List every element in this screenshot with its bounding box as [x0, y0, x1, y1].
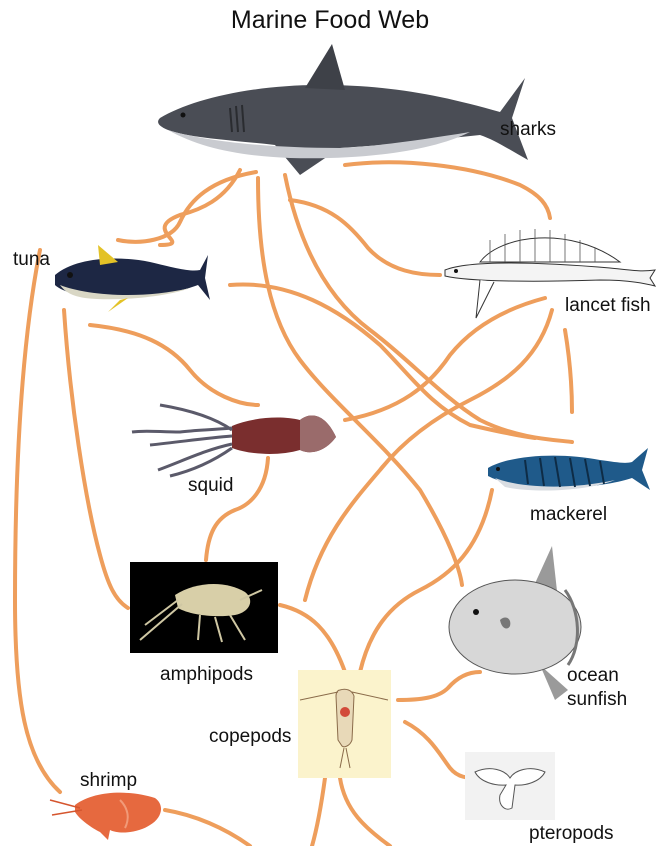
link-copepods-bottom-right — [340, 778, 390, 846]
amphipod-photo — [130, 562, 278, 653]
link-lancet-squid — [345, 298, 545, 420]
label-ocean: ocean — [567, 665, 619, 687]
link-shark-tuna — [118, 172, 256, 242]
label-lancet-fish: lancet fish — [565, 295, 651, 317]
copepod-illustration — [298, 670, 391, 778]
label-tuna: tuna — [13, 249, 50, 271]
tuna-illustration — [55, 245, 210, 312]
label-amphipods: amphipods — [160, 664, 253, 686]
link-copepods-bottom-left — [312, 778, 325, 846]
link-shark-lancet — [290, 200, 440, 275]
shark-illustration — [158, 44, 528, 175]
pteropod-illustration — [465, 752, 555, 820]
link-tuna-squid — [90, 325, 258, 405]
link-amphipods-copepods — [280, 605, 345, 672]
label-sunfish: sunfish — [567, 689, 627, 711]
squid-illustration — [132, 405, 336, 476]
link-tuna-shrimp — [15, 250, 60, 792]
mackerel-illustration — [488, 448, 650, 491]
sunfish-illustration — [449, 546, 581, 700]
label-copepods: copepods — [209, 726, 291, 748]
link-squid-amphipods — [206, 458, 268, 560]
link-lancet-mackerel — [565, 330, 572, 412]
link-tuna-amphipods — [64, 310, 128, 608]
link-shrimp-bottom — [165, 810, 250, 846]
link-sunfish-copepods — [398, 672, 480, 700]
link-lancet-amphipods — [305, 310, 552, 600]
label-sharks: sharks — [500, 119, 556, 141]
shrimp-illustration — [50, 793, 161, 840]
label-pteropods: pteropods — [529, 823, 614, 845]
label-shrimp: shrimp — [80, 770, 137, 792]
label-mackerel: mackerel — [530, 504, 607, 526]
link-shark-lancet-top — [345, 162, 550, 218]
label-squid: squid — [188, 475, 233, 497]
